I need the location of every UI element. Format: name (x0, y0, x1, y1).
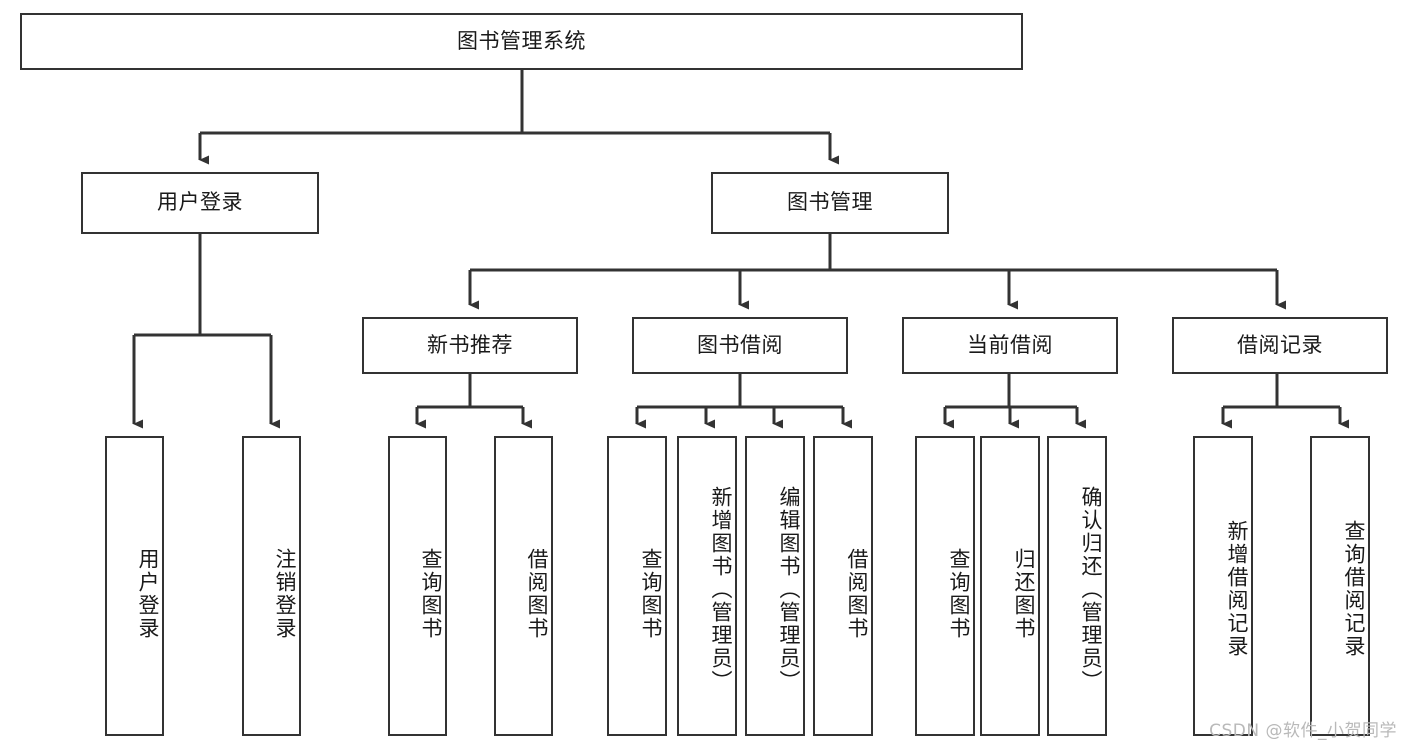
watermark-text: CSDN @软件_小贺同学 (1209, 721, 1397, 741)
leaf-edit-book-admin[interactable]: 编辑图书（管理员） (745, 436, 805, 736)
node-borrow-record[interactable]: 借阅记录 (1172, 317, 1388, 374)
node-user-login[interactable]: 用户登录 (81, 172, 319, 234)
leaf-return-book[interactable]: 归还图书 (980, 436, 1040, 736)
node-new-book-recommend[interactable]: 新书推荐 (362, 317, 578, 374)
leaf-query-book-current[interactable]: 查询图书 (915, 436, 975, 736)
leaf-add-borrow-record[interactable]: 新增借阅记录 (1193, 436, 1253, 736)
leaf-borrow-book-recommend[interactable]: 借阅图书 (494, 436, 553, 736)
leaf-query-borrow-record[interactable]: 查询借阅记录 (1310, 436, 1370, 736)
node-book-management[interactable]: 图书管理 (711, 172, 949, 234)
node-book-borrow[interactable]: 图书借阅 (632, 317, 848, 374)
leaf-query-book-borrow[interactable]: 查询图书 (607, 436, 667, 736)
leaf-query-book-recommend[interactable]: 查询图书 (388, 436, 447, 736)
leaf-borrow-book[interactable]: 借阅图书 (813, 436, 873, 736)
leaf-user-login[interactable]: 用户登录 (105, 436, 164, 736)
leaf-confirm-return-admin[interactable]: 确认归还（管理员） (1047, 436, 1107, 736)
leaf-logout[interactable]: 注销登录 (242, 436, 301, 736)
node-current-borrow[interactable]: 当前借阅 (902, 317, 1118, 374)
node-root-system[interactable]: 图书管理系统 (20, 13, 1023, 70)
leaf-add-book-admin[interactable]: 新增图书（管理员） (677, 436, 737, 736)
